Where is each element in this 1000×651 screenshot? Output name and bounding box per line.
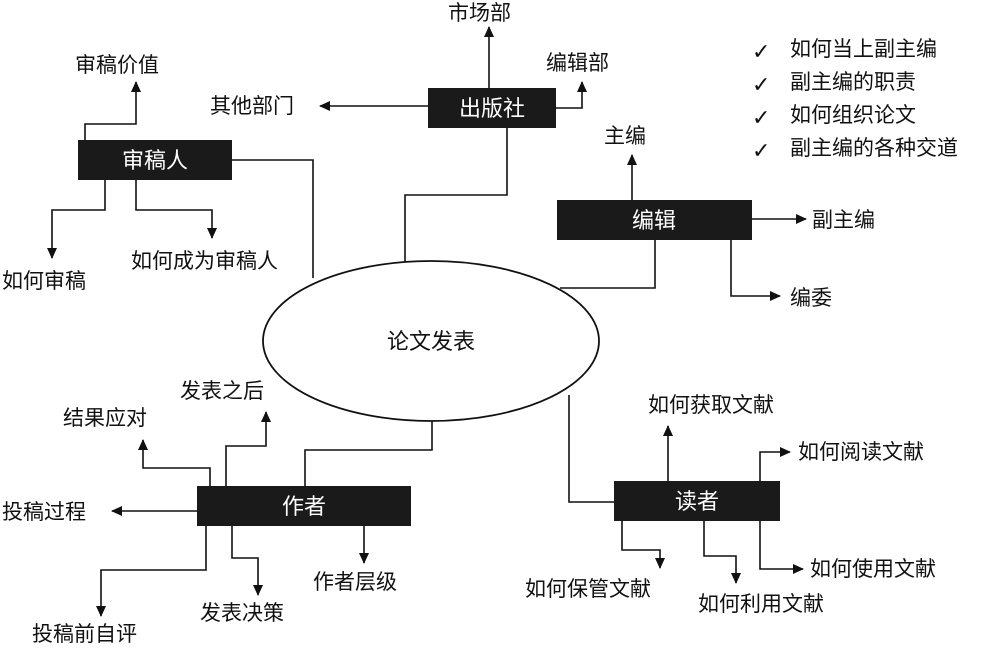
node-reviewer: 审稿人 [78, 140, 232, 180]
arrow-review-value [84, 81, 141, 140]
checklist: ✓ 如何当上副主编 ✓ 副主编的职责 ✓ 如何组织论文 ✓ 副主编的各种交道 [752, 37, 958, 164]
node-editor-label: 编辑 [632, 209, 676, 234]
label-after-publish: 发表之后 [180, 379, 264, 403]
node-reader: 读者 [614, 481, 780, 521]
node-author-box [197, 486, 411, 526]
label-editorial-dept: 编辑部 [546, 51, 609, 75]
label-obtain-literature: 如何获取文献 [648, 393, 774, 417]
link-center-publisher [404, 128, 508, 262]
arrow-after-publish [225, 411, 271, 486]
checklist-item: 如何当上副主编 [790, 37, 937, 61]
checklist-item: 副主编的各种交道 [790, 136, 958, 160]
label-how-to-review: 如何审稿 [2, 269, 86, 293]
arrow-use-literature [759, 521, 804, 574]
checkmark-icon: ✓ [752, 40, 770, 65]
checkmark-icon: ✓ [752, 106, 770, 131]
node-reader-box [614, 481, 780, 521]
node-editor-box [557, 200, 752, 240]
label-read-literature: 如何阅读文献 [798, 440, 924, 464]
node-author: 作者 [197, 486, 411, 526]
link-center-reviewer [232, 159, 314, 278]
label-other-depts: 其他部门 [210, 94, 294, 118]
arrow-how-to-review [47, 180, 106, 259]
link-center-author [304, 420, 433, 486]
label-committee: 编委 [790, 286, 832, 310]
arrows [47, 26, 807, 617]
checklist-item: 副主编的职责 [790, 70, 916, 94]
node-reviewer-box [78, 140, 232, 180]
arrow-become-reviewer [135, 180, 217, 239]
label-review-value: 审稿价值 [75, 53, 159, 77]
label-chief-editor: 主编 [604, 124, 646, 148]
arrow-committee [730, 240, 781, 301]
checkmark-icon: ✓ [752, 139, 770, 164]
label-deputy-editor: 副主编 [812, 208, 875, 232]
label-publish-decision: 发表决策 [200, 601, 284, 625]
checkmark-icon: ✓ [752, 73, 770, 98]
label-store-literature: 如何保管文献 [525, 577, 651, 601]
node-reader-label: 读者 [675, 490, 719, 515]
center-ellipse [262, 260, 600, 422]
arrow-editorial-dept [556, 81, 587, 109]
connector-lines [232, 128, 656, 503]
arrow-result-response [138, 439, 211, 486]
node-author-label: 作者 [282, 495, 326, 520]
link-center-editor [560, 240, 656, 289]
arrow-read-literature [759, 447, 791, 481]
node-publisher: 出版社 [428, 88, 556, 128]
label-author-level: 作者层级 [313, 570, 397, 594]
label-marketing: 市场部 [448, 1, 511, 25]
label-submission-process: 投稿过程 [2, 500, 86, 524]
node-publisher-label: 出版社 [459, 97, 525, 122]
arrow-store-literature [621, 521, 665, 569]
label-utilize-literature: 如何利用文献 [698, 592, 824, 616]
label-self-assessment: 投稿前自评 [32, 622, 137, 646]
arrow-utilize-literature [703, 521, 741, 584]
node-editor: 编辑 [557, 200, 752, 240]
link-center-reader [568, 395, 614, 503]
node-reviewer-label: 审稿人 [122, 149, 188, 174]
label-use-literature: 如何使用文献 [810, 557, 936, 581]
arrow-self-assessment [96, 526, 207, 617]
center-label: 论文发表 [387, 330, 475, 355]
checklist-item: 如何组织论文 [790, 103, 916, 127]
label-become-reviewer: 如何成为审稿人 [131, 249, 278, 273]
node-publisher-box [428, 88, 556, 128]
label-result-response: 结果应对 [63, 406, 147, 430]
arrow-publish-decision [231, 526, 263, 596]
